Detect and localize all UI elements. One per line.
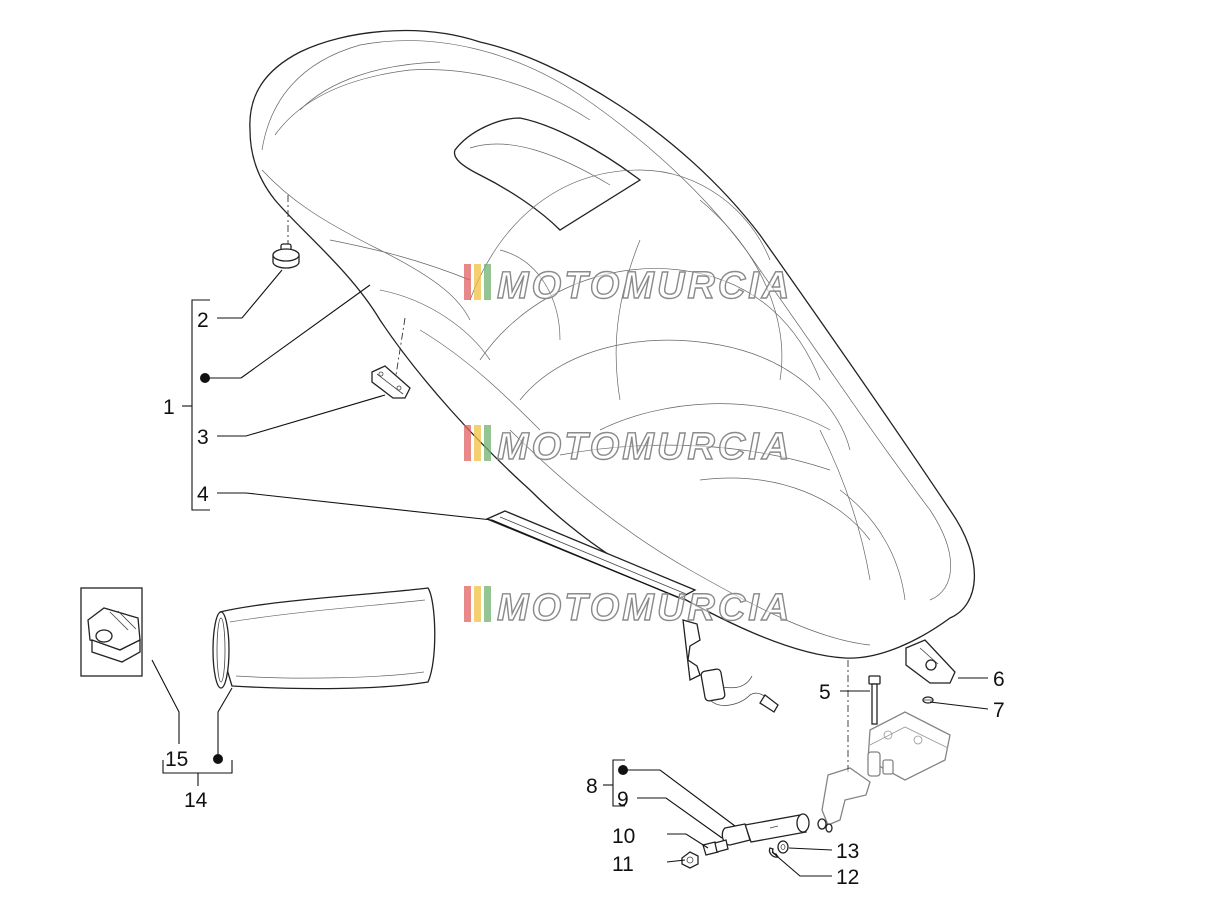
callout-12: 12 — [836, 866, 859, 889]
screw — [922, 696, 934, 704]
watermark-text: MOTOMURCIA — [497, 426, 792, 468]
watermark-stripe-red — [464, 264, 471, 300]
callout-6: 6 — [993, 668, 1005, 691]
watermark-stripe-green — [484, 586, 491, 622]
callout-5: 5 — [819, 681, 831, 704]
callout-3: 3 — [197, 426, 209, 449]
callout-10: 10 — [612, 825, 635, 848]
bullet-dot — [618, 765, 628, 775]
assembly-line — [395, 317, 406, 376]
washer — [777, 818, 833, 854]
seat-cover-pouch — [212, 587, 436, 690]
callout-1: 1 — [163, 396, 175, 419]
watermark-stripe-red — [464, 425, 471, 461]
watermark: MOTOMURCIA — [464, 264, 792, 308]
bullet-dot — [200, 373, 210, 383]
nut — [681, 851, 699, 869]
bullet-dot — [213, 754, 223, 764]
watermark-text: MOTOMURCIA — [497, 587, 792, 629]
rubber-buffer — [272, 243, 300, 269]
watermark-text: MOTOMURCIA — [497, 265, 792, 307]
watermark: MOTOMURCIA — [464, 586, 792, 630]
watermark-stripe-yellow — [474, 264, 481, 300]
watermark: MOTOMURCIA — [464, 425, 792, 469]
pin — [702, 839, 729, 856]
watermark-stripe-green — [484, 425, 491, 461]
watermark-stripe-yellow — [474, 425, 481, 461]
bolt — [868, 675, 881, 725]
callout-14: 14 — [184, 789, 208, 812]
clip-box — [80, 587, 143, 677]
leader-lines — [151, 269, 989, 877]
callout-11: 11 — [612, 853, 634, 876]
callout-13: 13 — [836, 840, 859, 863]
gas-strut — [721, 813, 810, 846]
seat — [249, 29, 976, 659]
seat-switch-cable — [682, 619, 779, 713]
callout-2: 2 — [197, 309, 209, 332]
callout-8: 8 — [586, 775, 598, 798]
callout-7: 7 — [993, 699, 1005, 722]
watermark-stripe-red — [464, 586, 471, 622]
watermark-stripe-green — [484, 264, 491, 300]
seat-stop-bracket — [371, 365, 411, 399]
seat-lock-assembly — [821, 711, 951, 826]
callout-15: 15 — [165, 748, 188, 771]
callout-9: 9 — [617, 788, 629, 811]
callout-4: 4 — [197, 483, 209, 506]
watermark-stripe-yellow — [474, 586, 481, 622]
hinge-bracket — [905, 639, 956, 684]
